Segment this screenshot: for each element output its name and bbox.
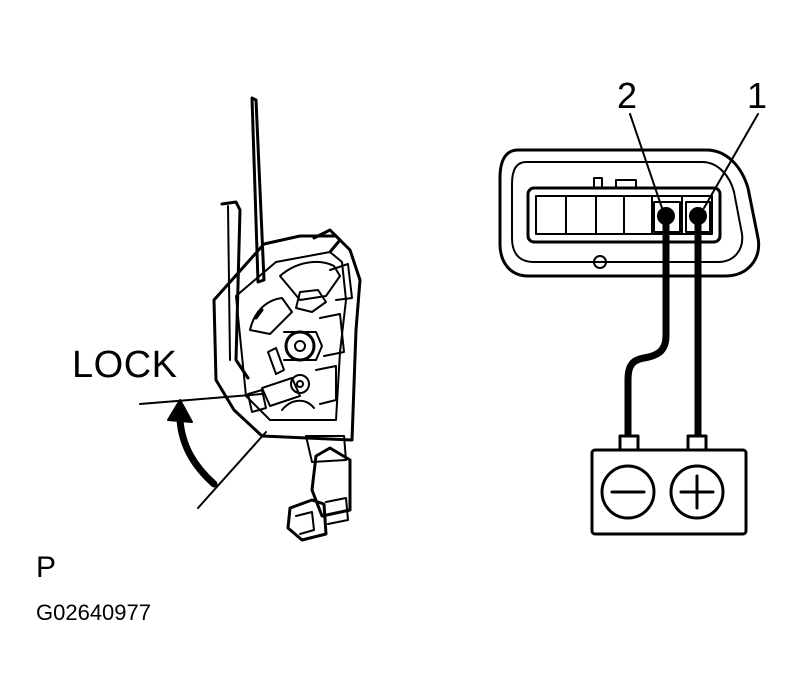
- connector-icon: [498, 148, 761, 278]
- view-label: P: [36, 551, 57, 584]
- lock-leader-line: [139, 393, 263, 405]
- figure-code: G02640977: [36, 600, 151, 625]
- positive-terminal-icon: [669, 464, 725, 520]
- curved-arrow-icon: [167, 399, 218, 488]
- pin-1-label: 1: [747, 75, 768, 116]
- door-lock-actuator-icon: [212, 96, 362, 542]
- rotation-reference-line: [197, 431, 267, 509]
- negative-terminal-icon: [600, 464, 656, 520]
- lock-label: LOCK: [72, 344, 178, 386]
- battery-icon: [590, 434, 748, 536]
- test-wires: [624, 220, 702, 442]
- pin-1-leader-line: [703, 113, 759, 209]
- pin-2-leader-line: [629, 113, 663, 209]
- pin-2-label: 2: [617, 75, 638, 116]
